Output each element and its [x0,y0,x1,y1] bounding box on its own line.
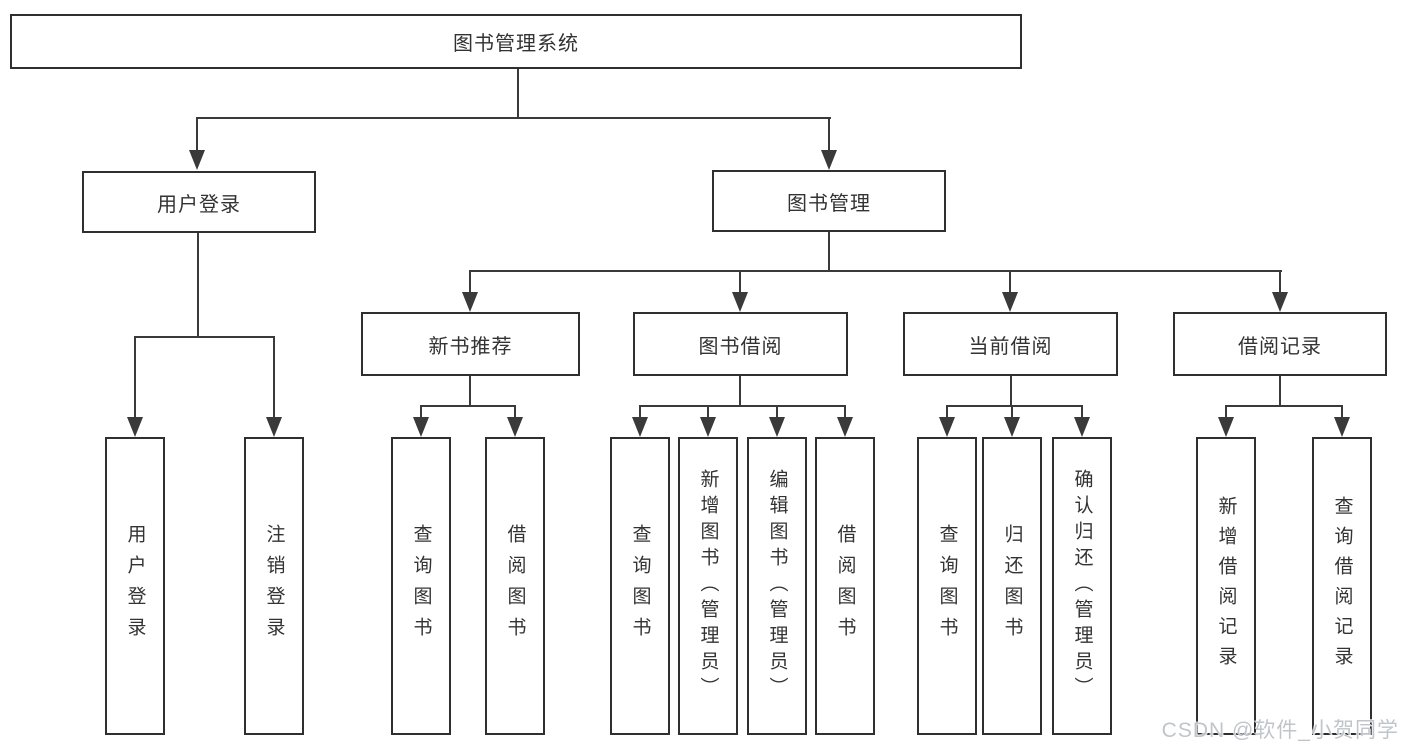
leaf-bb-query-books: 查询图书 [610,437,670,735]
connector-line [273,337,275,418]
arrow-down-icon [700,417,716,437]
node-root: 图书管理系统 [10,14,1022,69]
connector-line [1225,405,1343,407]
connector-line [707,406,709,419]
connector-line [197,233,199,338]
connector-line [469,270,1282,272]
connector-line [946,405,1083,407]
connector-line [828,232,830,272]
connector-line [196,118,198,151]
connector-line [844,406,846,419]
arrow-down-icon [821,150,837,170]
arrow-down-icon [1272,292,1288,312]
connector-line [1225,406,1227,419]
leaf-cb-confirm-return: 确认归还（管理员） [1052,437,1112,735]
node-new-book-rec: 新书推荐 [361,312,580,376]
arrow-down-icon [266,417,282,437]
leaf-user-login-label: 用户登录 [124,524,146,648]
node-borrow-records-label: 借阅记录 [1238,335,1322,358]
connector-line [469,376,471,407]
leaf-bb-edit-books: 编辑图书（管理员） [747,437,807,735]
connector-line [420,406,422,419]
arrow-down-icon [732,292,748,312]
connector-line [1009,271,1011,293]
node-current-borrow-label: 当前借阅 [968,335,1053,358]
node-book-borrow: 图书借阅 [633,312,848,376]
connector-line [639,406,641,419]
arrow-down-icon [1004,417,1020,437]
leaf-br-add-record-label: 新增借阅记录 [1215,496,1237,676]
connector-line [469,271,471,293]
leaf-cb-query-books-label: 查询图书 [936,524,958,648]
leaf-logout-login: 注销登录 [244,437,304,735]
arrow-down-icon [1002,292,1018,312]
arrow-down-icon [413,417,429,437]
leaf-bb-add-books-label: 新增图书（管理员） [697,469,719,703]
connector-line [739,271,741,293]
csdn-watermark: CSDN @软件_小贺同学 [1161,719,1399,742]
leaf-nb-borrow-books: 借阅图书 [485,437,545,735]
leaf-bb-borrow-books-label: 借阅图书 [834,524,856,648]
connector-line [1279,376,1281,407]
connector-line [1010,376,1012,407]
leaf-user-login: 用户登录 [105,437,165,735]
arrow-down-icon [1218,417,1234,437]
arrow-down-icon [939,417,955,437]
connector-line [514,406,516,419]
connector-line [517,69,519,118]
connector-line [739,376,741,407]
connector-line [828,118,830,151]
node-user-login: 用户登录 [82,171,316,233]
leaf-bb-query-books-label: 查询图书 [629,524,651,648]
leaf-cb-return-books-label: 归还图书 [1001,524,1023,648]
connector-line [1341,406,1343,419]
leaf-nb-borrow-books-label: 借阅图书 [504,524,526,648]
leaf-bb-edit-books-label: 编辑图书（管理员） [766,469,788,703]
arrow-down-icon [462,292,478,312]
node-book-management: 图书管理 [712,170,946,232]
leaf-cb-confirm-return-label: 确认归还（管理员） [1071,469,1093,703]
arrow-down-icon [1074,417,1090,437]
connector-line [1011,406,1013,419]
connector-line [776,406,778,419]
connector-line [134,336,275,338]
connector-line [196,117,831,119]
connector-line [1279,271,1281,293]
leaf-nb-query-books: 查询图书 [391,437,451,735]
connector-line [1081,406,1083,419]
leaf-br-query-record: 查询借阅记录 [1312,437,1372,735]
leaf-br-add-record: 新增借阅记录 [1196,437,1256,735]
leaf-bb-borrow-books: 借阅图书 [815,437,875,735]
connector-line [946,406,948,419]
connector-line [134,337,136,418]
arrow-down-icon [1334,417,1350,437]
node-new-book-rec-label: 新书推荐 [428,335,513,358]
arrow-down-icon [837,417,853,437]
arrow-down-icon [127,417,143,437]
node-book-borrow-label: 图书借阅 [698,335,783,358]
leaf-br-query-record-label: 查询借阅记录 [1331,496,1353,676]
node-current-borrow: 当前借阅 [903,312,1118,376]
arrow-down-icon [189,150,205,170]
leaf-logout-login-label: 注销登录 [263,524,285,648]
arrow-down-icon [769,417,785,437]
arrow-down-icon [507,417,523,437]
leaf-cb-query-books: 查询图书 [917,437,977,735]
leaf-nb-query-books-label: 查询图书 [410,524,432,648]
node-user-login-label: 用户登录 [157,193,241,216]
connector-line [420,405,516,407]
leaf-cb-return-books: 归还图书 [982,437,1042,735]
arrow-down-icon [632,417,648,437]
node-borrow-records: 借阅记录 [1173,312,1387,376]
node-root-label: 图书管理系统 [453,33,579,55]
leaf-bb-add-books: 新增图书（管理员） [678,437,738,735]
connector-line [639,405,846,407]
node-book-management-label: 图书管理 [787,192,871,215]
